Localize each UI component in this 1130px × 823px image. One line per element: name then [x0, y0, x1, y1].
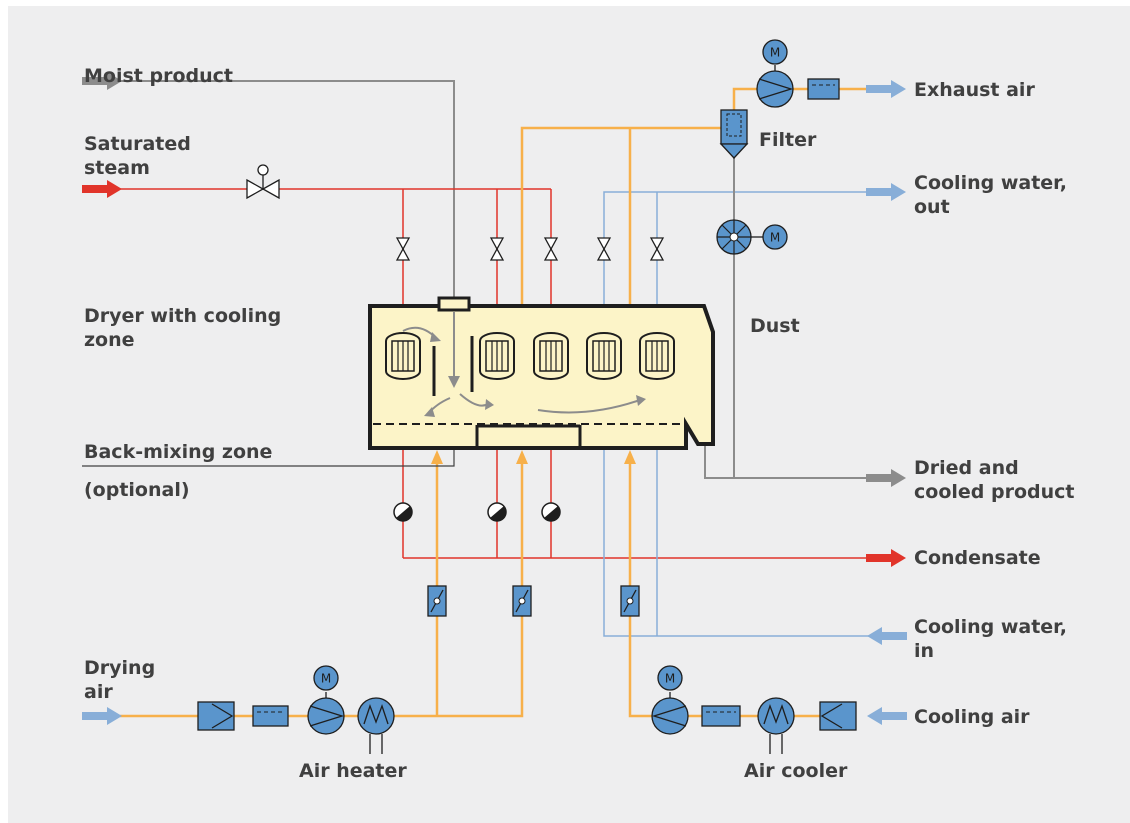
air-inlet-arrowheads — [431, 450, 636, 464]
moist-product-arrow — [82, 72, 122, 90]
rotary-valve — [716, 219, 763, 255]
air-damper-3 — [620, 585, 640, 617]
label-cooling-water-out-line1: Cooling water, — [914, 172, 1067, 194]
dried-product-arrow — [866, 469, 906, 487]
label-cooling-water-in-line1: Cooling water, — [914, 616, 1067, 638]
product-inlet-nozzle — [437, 296, 471, 312]
steam-control-valve — [246, 164, 280, 200]
heater-bundle-3 — [533, 332, 569, 380]
cooling-air-lines — [628, 458, 820, 718]
air-cooler-exchanger — [757, 697, 795, 754]
heater-bundle-2 — [479, 332, 515, 380]
cooling-air-fan-motor: M — [657, 665, 683, 691]
steam-trap-1 — [393, 502, 413, 522]
exhaust-air-lines — [520, 87, 868, 306]
drying-air-arrow — [82, 707, 122, 725]
drying-air-fan — [307, 692, 345, 735]
label-air-cooler: Air cooler — [744, 760, 848, 782]
dried-product-line — [704, 158, 870, 479]
process-diagram-canvas: M M M — [8, 6, 1130, 823]
label-drying-air-line1: Drying — [84, 657, 155, 679]
label-drying-air-line2: air — [84, 681, 113, 703]
label-dryer-line1: Dryer with cooling — [84, 305, 281, 327]
cooler-bundle-2 — [639, 332, 675, 380]
internal-flow-arrowheads — [424, 332, 646, 417]
label-exhaust-air: Exhaust air — [914, 79, 1035, 101]
motor-symbol: M — [770, 46, 780, 60]
label-cooling-air: Cooling air — [914, 706, 1030, 728]
rotary-valve-motor: M — [762, 224, 788, 250]
label-saturated-steam-line1: Saturated — [84, 133, 191, 155]
exhaust-filter — [719, 109, 749, 159]
isolation-valve-1 — [395, 237, 411, 261]
isolation-valve-5 — [649, 237, 665, 261]
heater-bundle-1 — [385, 332, 421, 380]
label-saturated-steam-line2: steam — [84, 157, 150, 179]
cooling-water-out-arrow — [866, 183, 906, 201]
motor-symbol: M — [770, 231, 780, 245]
isolation-valve-3 — [543, 237, 559, 261]
isolation-valve-2 — [489, 237, 505, 261]
moist-product-line — [120, 80, 455, 298]
cooling-air-inlet-filter — [819, 701, 857, 731]
label-condensate: Condensate — [914, 547, 1041, 569]
steam-trap-3 — [541, 502, 561, 522]
label-air-heater: Air heater — [299, 760, 407, 782]
label-moist-product: Moist product — [84, 65, 233, 87]
drying-air-silencer — [252, 705, 289, 727]
drying-air-inlet-filter — [197, 701, 235, 731]
exhaust-fan — [756, 65, 794, 108]
cooling-water-in-arrow — [867, 627, 907, 645]
cooler-bundle-1 — [586, 332, 622, 380]
label-dried-product-line1: Dried and — [914, 457, 1019, 479]
exhaust-air-arrow — [866, 80, 906, 98]
fluid-bed-dryer-diagram: M M M — [82, 39, 1074, 782]
air-damper-2 — [512, 585, 532, 617]
label-back-mixing-line1: Back-mixing zone — [84, 441, 272, 463]
motor-symbol: M — [321, 672, 331, 686]
saturated-steam-arrow — [82, 180, 122, 198]
air-damper-1 — [427, 585, 447, 617]
label-cooling-water-in-line2: in — [914, 640, 934, 662]
label-dryer-line2: zone — [84, 329, 135, 351]
condensate-arrow — [866, 549, 906, 567]
label-filter: Filter — [759, 129, 817, 151]
label-cooling-water-out-line2: out — [914, 196, 950, 218]
exhaust-silencer — [807, 78, 840, 100]
isolation-valve-4 — [596, 237, 612, 261]
label-dried-product-line2: cooled product — [914, 481, 1074, 503]
steam-trap-2 — [487, 502, 507, 522]
cooling-air-silencer — [701, 705, 741, 727]
cooling-air-fan — [651, 692, 689, 735]
motor-symbol: M — [665, 672, 675, 686]
exhaust-fan-motor: M — [762, 39, 788, 65]
drying-air-fan-motor: M — [313, 665, 339, 691]
cooling-air-arrow — [867, 707, 907, 725]
air-heater-exchanger — [357, 697, 395, 754]
label-dust: Dust — [750, 315, 800, 337]
label-back-mixing-line2: (optional) — [84, 479, 190, 501]
